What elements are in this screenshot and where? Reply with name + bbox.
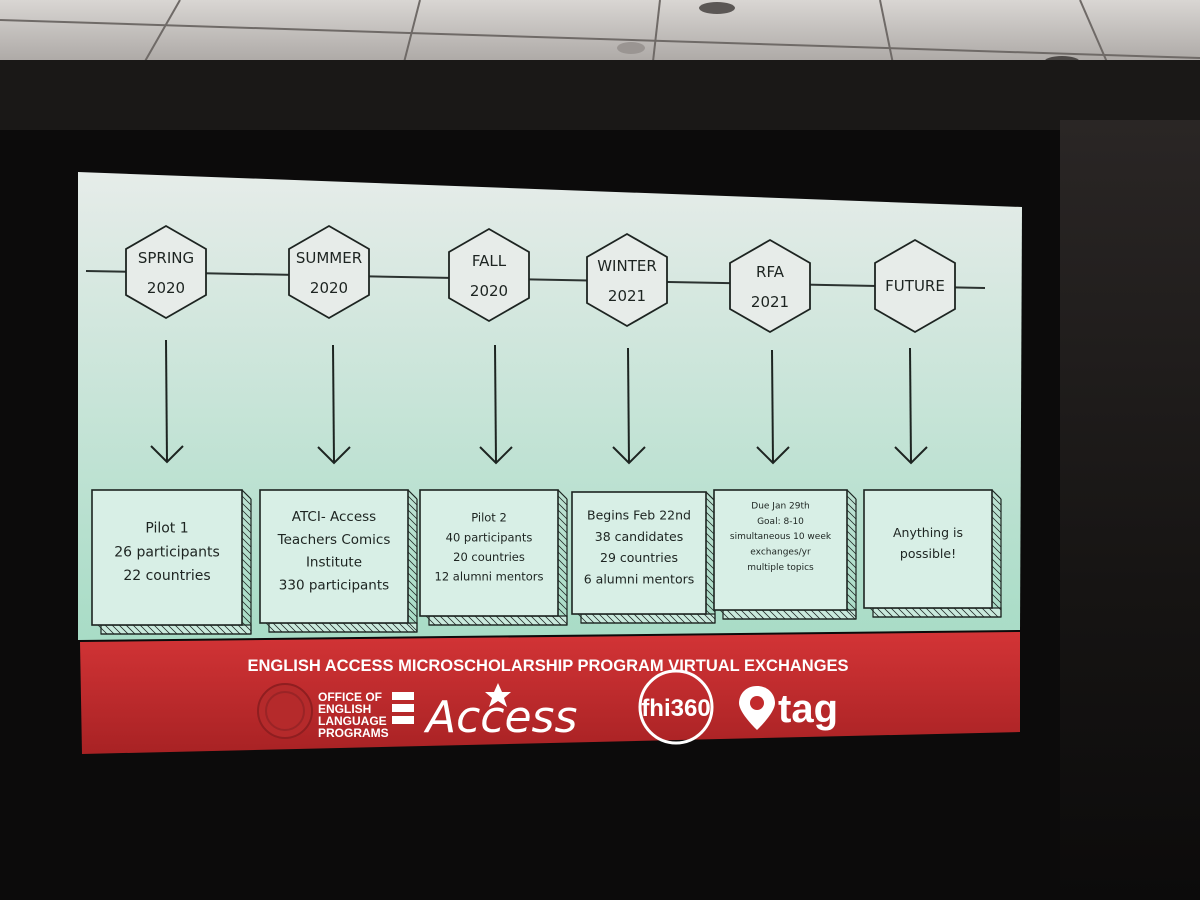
oelp-line3: LANGUAGE bbox=[318, 714, 387, 728]
state-department-seal bbox=[257, 683, 313, 739]
timeline-node-winter: WINTER 2021 bbox=[586, 232, 668, 328]
banner-title: ENGLISH ACCESS MICROSCHOLARSHIP PROGRAM … bbox=[247, 657, 848, 675]
box-text-line: multiple topics bbox=[747, 563, 814, 573]
timeline-season-label: RFA bbox=[756, 263, 785, 281]
timeline-box-6: Anything is possible! bbox=[863, 489, 1002, 618]
timeline-year-label: 2020 bbox=[147, 279, 185, 297]
box-text-line: simultaneous 10 week bbox=[730, 532, 832, 542]
hexagon-shape bbox=[448, 227, 530, 323]
down-arrow-icon bbox=[317, 344, 351, 465]
timeline-arrows bbox=[150, 339, 928, 465]
timeline-season-label: SPRING bbox=[138, 249, 194, 267]
hexagon-shape bbox=[729, 238, 811, 334]
box-text-line: 20 countries bbox=[453, 550, 525, 564]
box-text-line: 22 countries bbox=[123, 568, 210, 584]
tag-logo: tag bbox=[739, 686, 838, 731]
box-face bbox=[259, 489, 409, 624]
box-text-line: Anything is bbox=[893, 525, 963, 540]
box-text-line: exchanges/yr bbox=[750, 547, 811, 557]
timeline-season-label: FUTURE bbox=[885, 277, 945, 295]
box-text-line: Institute bbox=[306, 555, 362, 571]
timeline-nodes: SPRING2020SUMMER2020FALL2020WINTER2021RF… bbox=[125, 224, 956, 334]
box-text-line: 330 participants bbox=[279, 578, 389, 594]
timeline-boxes: Pilot 1 26 participants 22 countries ATCI- … bbox=[91, 489, 1002, 635]
ceiling-sprinkler bbox=[617, 42, 645, 54]
timeline-node-fall: FALL 2020 bbox=[448, 227, 530, 323]
banner-background bbox=[80, 632, 1020, 754]
box-text-line: 40 participants bbox=[446, 530, 533, 544]
timeline-node-spring: SPRING 2020 bbox=[125, 224, 207, 320]
down-arrow-icon bbox=[894, 347, 928, 465]
timeline-year-label: 2020 bbox=[470, 282, 508, 300]
box-text-line: Begins Feb 22nd bbox=[587, 508, 691, 523]
down-arrow-icon bbox=[479, 344, 513, 465]
hexagon-shape bbox=[288, 224, 370, 320]
box-text-line: Pilot 1 bbox=[145, 521, 188, 537]
fhi360-wordmark: fhi360 bbox=[641, 695, 710, 722]
access-star-icon bbox=[485, 683, 511, 707]
hexagon-shape bbox=[874, 238, 956, 334]
timeline-year-label: 2020 bbox=[310, 279, 348, 297]
timeline-node-future: FUTURE bbox=[874, 238, 956, 334]
ceiling-light bbox=[699, 2, 735, 14]
box-text-line: possible! bbox=[900, 546, 956, 561]
box-text-line: 38 candidates bbox=[595, 529, 683, 544]
box-face bbox=[713, 489, 848, 611]
timeline-season-label: FALL bbox=[472, 252, 507, 270]
down-arrow-icon bbox=[756, 349, 790, 465]
box-text-line: 29 countries bbox=[600, 550, 678, 565]
down-arrow-icon bbox=[150, 339, 184, 464]
timeline-box-4: Begins Feb 22nd 38 candidates 29 countries… bbox=[571, 491, 716, 624]
timeline-node-rfa: RFA 2021 bbox=[729, 238, 811, 334]
box-text-line: ATCI- Access bbox=[292, 509, 376, 525]
timeline-node-summer: SUMMER 2020 bbox=[288, 224, 370, 320]
timeline-season-label: SUMMER bbox=[296, 249, 362, 267]
box-text-line: Pilot 2 bbox=[471, 511, 507, 525]
box-text-line: 12 alumni mentors bbox=[435, 569, 544, 583]
oelp-line1: OFFICE OF bbox=[318, 690, 382, 704]
timeline-year-label: 2021 bbox=[751, 293, 789, 311]
timeline-box-1: Pilot 1 26 participants 22 countries bbox=[91, 489, 252, 635]
box-face bbox=[863, 489, 993, 609]
oelp-line2: ENGLISH bbox=[318, 702, 371, 716]
timeline-season-label: WINTER bbox=[597, 257, 657, 275]
box-text-line: Goal: 8-10 bbox=[757, 517, 804, 527]
timeline-box-3: Pilot 2 40 participants 20 countries 12 alu… bbox=[419, 489, 568, 626]
timeline-line bbox=[85, 270, 986, 289]
box-text-line: Due Jan 29th bbox=[751, 502, 809, 512]
hexagon-shape bbox=[125, 224, 207, 320]
box-text-line: 6 alumni mentors bbox=[584, 571, 695, 586]
box-text-line: 26 participants bbox=[114, 544, 220, 560]
hexagon-shape bbox=[586, 232, 668, 328]
box-face bbox=[91, 489, 243, 626]
box-face bbox=[571, 491, 707, 615]
access-logo: Access bbox=[423, 683, 577, 743]
timeline-year-label: 2021 bbox=[608, 287, 646, 305]
oelp-line4: PROGRAMS bbox=[318, 726, 389, 740]
ceiling-shadow bbox=[0, 60, 1200, 130]
box-text-line: Teachers Comics bbox=[277, 532, 391, 548]
down-arrow-icon bbox=[612, 347, 646, 465]
office-english-language-programs-logo: OFFICE OF ENGLISH LANGUAGE PROGRAMS bbox=[318, 690, 414, 740]
tag-wordmark: tag bbox=[778, 687, 838, 731]
fhi360-logo: fhi360 bbox=[638, 669, 714, 745]
side-wall bbox=[1060, 120, 1200, 900]
